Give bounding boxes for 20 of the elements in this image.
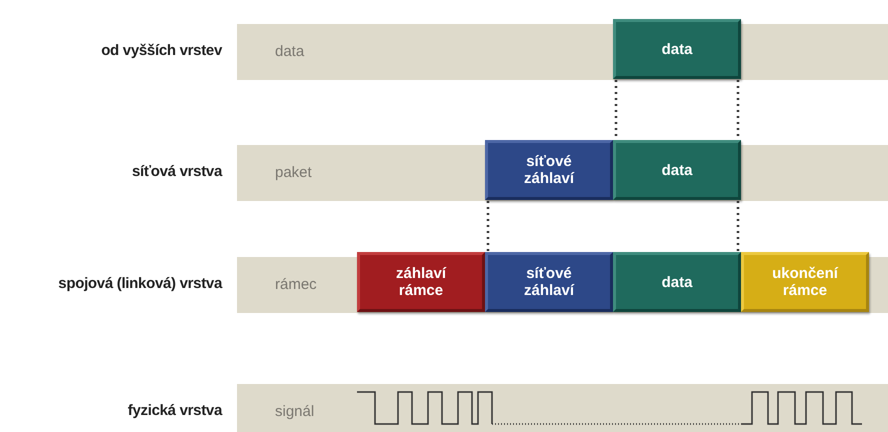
band-label: data (275, 42, 304, 62)
layer-name: síťová vrstva (132, 163, 222, 180)
band-label: signál (275, 402, 314, 422)
header-block: záhlaví rámce (357, 252, 485, 312)
data-block: data (613, 252, 741, 312)
connector-line (486, 201, 490, 251)
header-block: síťové záhlaví (485, 252, 613, 312)
layer-name: od vyšších vrstev (101, 42, 222, 59)
band-label: paket (275, 163, 312, 183)
header-block: síťové záhlaví (485, 140, 613, 200)
data-block: data (613, 19, 741, 79)
connector-line (614, 80, 618, 139)
layer-name: spojová (linková) vrstva (58, 275, 222, 292)
data-block: data (613, 140, 741, 200)
connector-line (736, 201, 740, 251)
band-label: rámec (275, 275, 317, 295)
layer-name: fyzická vrstva (128, 402, 222, 419)
connector-line (736, 80, 740, 139)
trailer-block: ukončení rámce (741, 252, 869, 312)
layer-band (237, 384, 888, 432)
